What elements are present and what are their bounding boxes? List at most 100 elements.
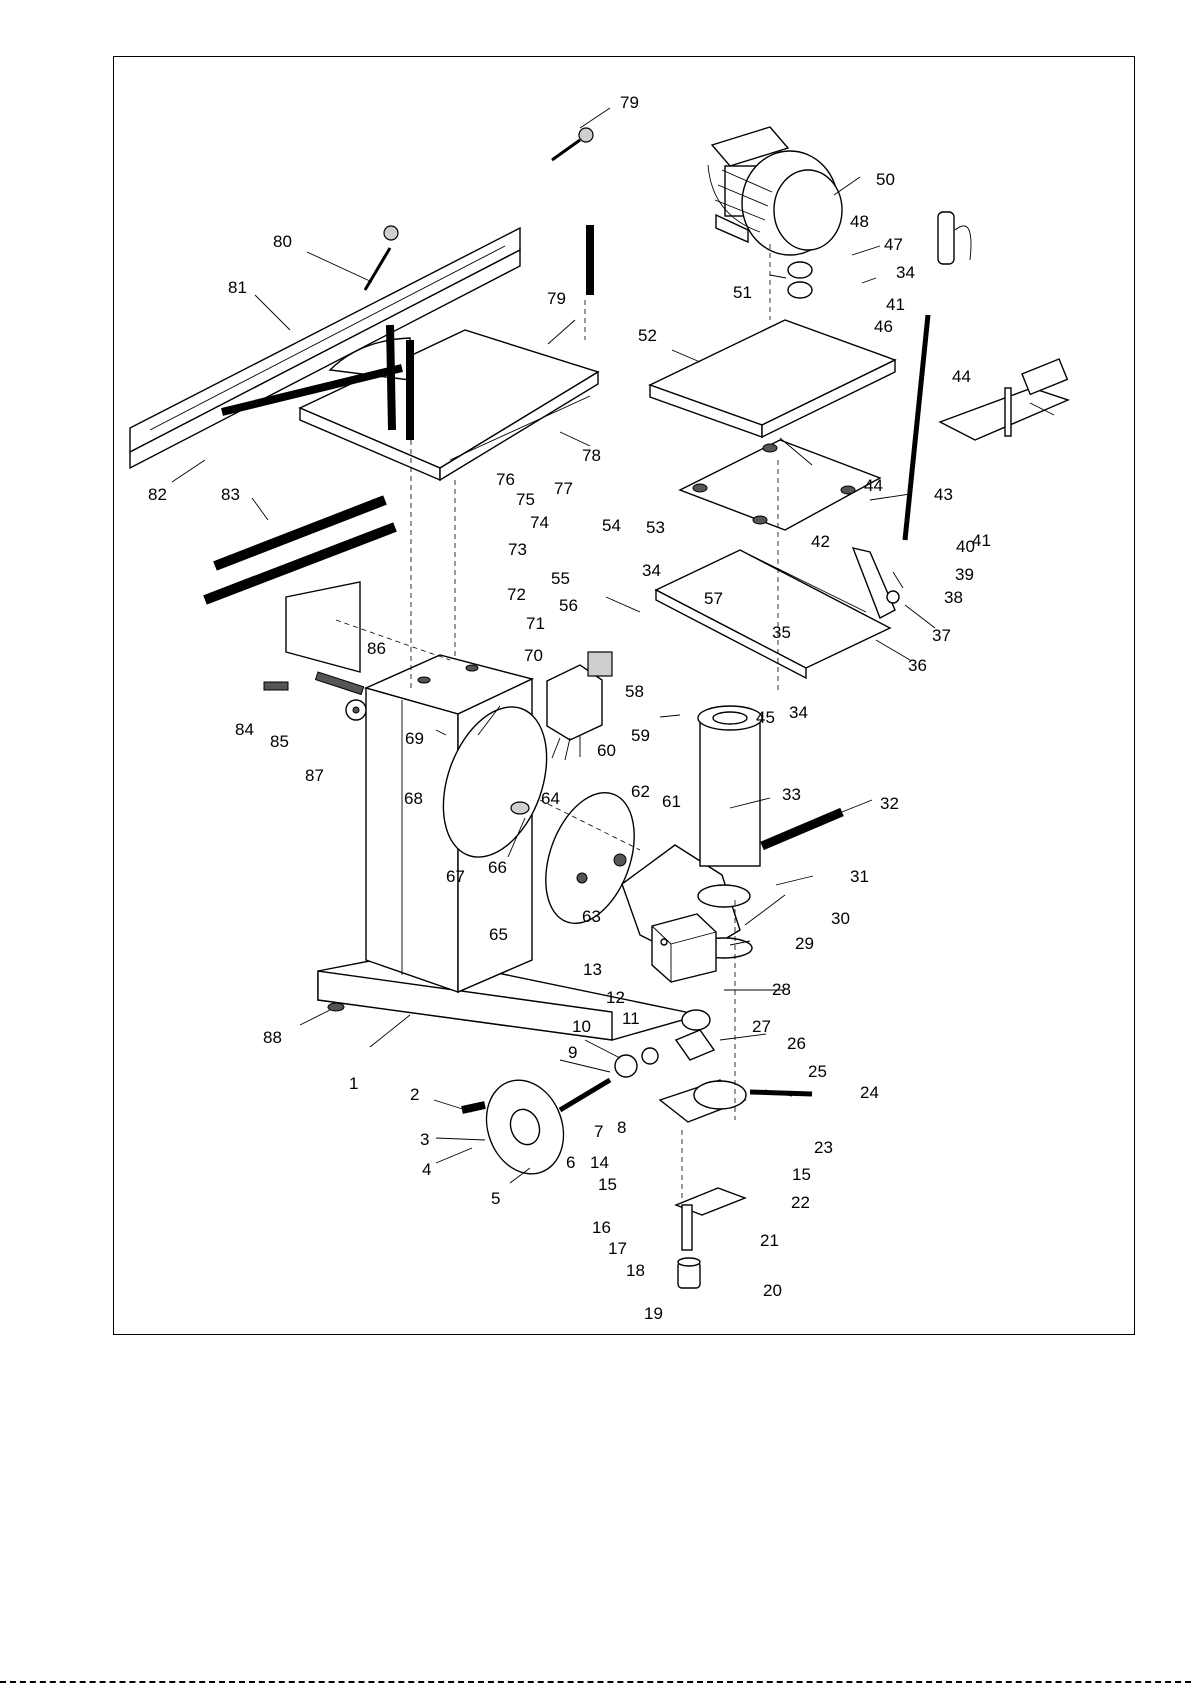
callout-label: 3 (420, 1130, 429, 1149)
callout-label: 34 (789, 703, 808, 722)
callout-label: 55 (551, 569, 570, 588)
callout-label: 79 (547, 289, 566, 308)
callout-label: 23 (814, 1138, 833, 1157)
callout-label: 37 (932, 626, 951, 645)
callout-label: 25 (808, 1062, 827, 1081)
callout-label: 38 (944, 588, 963, 607)
callout-label: 11 (622, 1009, 640, 1028)
callout-label: 50 (876, 170, 895, 189)
callout-label: 52 (638, 326, 657, 345)
callout-label: 72 (507, 585, 526, 604)
callout-label: 44 (952, 367, 971, 386)
callout-label: 64 (541, 789, 560, 808)
callout-label: 82 (148, 485, 167, 504)
callout-label: 66 (488, 858, 507, 877)
callout-label: 19 (644, 1304, 663, 1323)
callout-label: 79 (620, 93, 639, 112)
callout-label: 6 (566, 1153, 575, 1172)
callout-label: 57 (704, 589, 723, 608)
callout-label: 18 (626, 1261, 645, 1280)
callout-label: 9 (568, 1043, 577, 1062)
callout-label: 47 (884, 235, 903, 254)
callout-label: 80 (273, 232, 292, 251)
callout-label: 29 (795, 934, 814, 953)
callout-label: 1 (349, 1074, 358, 1093)
feed-table (656, 550, 890, 678)
callout-label: 39 (955, 565, 974, 584)
slide-plate (680, 440, 880, 530)
callout-label: 31 (850, 867, 869, 886)
callout-label: 2 (410, 1085, 419, 1104)
callout-label: 86 (367, 639, 386, 658)
drive-motor (708, 127, 842, 298)
callout-label: 70 (524, 646, 543, 665)
callout-label: 73 (508, 540, 527, 559)
callout-label: 62 (631, 782, 650, 801)
callout-label: 63 (582, 907, 601, 926)
callout-label: 81 (228, 278, 247, 297)
callout-label: 77 (554, 479, 573, 498)
bottom-plates (676, 1188, 745, 1288)
callout-label: 14 (590, 1153, 609, 1172)
callout-label: 10 (572, 1017, 591, 1036)
callout-label: 13 (583, 960, 602, 979)
callout-label: 17 (608, 1239, 627, 1258)
handwheel (462, 1069, 610, 1185)
callout-label: 51 (733, 283, 752, 302)
callout-label: 30 (831, 909, 850, 928)
callout-label: 12 (606, 988, 625, 1007)
callout-label: 85 (270, 732, 289, 751)
callout-label: 34 (896, 263, 915, 282)
callout-label: 32 (880, 794, 899, 813)
callout-label: 76 (496, 470, 515, 489)
callout-label: 15 (598, 1175, 617, 1194)
motor-plate (650, 320, 895, 437)
callout-label: 20 (763, 1281, 782, 1300)
callout-label: 33 (782, 785, 801, 804)
callout-label: 60 (597, 741, 616, 760)
callout-label: 15 (792, 1165, 811, 1184)
callout-label: 65 (489, 925, 508, 944)
callout-label: 5 (491, 1189, 500, 1208)
callout-label: 35 (772, 623, 791, 642)
callout-label: 41 (886, 295, 905, 314)
callout-label: 53 (646, 518, 665, 537)
callout-label: 7 (594, 1122, 603, 1141)
callout-label: 61 (662, 792, 681, 811)
callout-label: 16 (592, 1218, 611, 1237)
callout-label: 56 (559, 596, 578, 615)
callout-label: 4 (422, 1160, 431, 1179)
callout-label: 78 (582, 446, 601, 465)
callout-label: 59 (631, 726, 650, 745)
callout-label: 84 (235, 720, 254, 739)
callout-label: 28 (772, 980, 791, 999)
callout-label: 22 (791, 1193, 810, 1212)
callout-label: 67 (446, 867, 465, 886)
side-cover (264, 582, 366, 720)
switch-box (652, 914, 716, 982)
callout-label: 88 (263, 1028, 282, 1047)
callout-label: 36 (908, 656, 927, 675)
callout-label: 44 (864, 476, 883, 495)
callout-label: 46 (874, 317, 893, 336)
callout-label: 8 (617, 1118, 626, 1137)
callout-label: 45 (756, 708, 775, 727)
callout-label: 75 (516, 490, 535, 509)
callout-label: 41 (972, 531, 991, 550)
callout-label: 27 (752, 1017, 771, 1036)
callout-label: 87 (305, 766, 324, 785)
callout-label: 26 (787, 1034, 806, 1053)
callout-label: 58 (625, 682, 644, 701)
callout-label: 43 (934, 485, 953, 504)
callout-label: 68 (404, 789, 423, 808)
callout-label: 24 (860, 1083, 879, 1102)
callout-label: 34 (642, 561, 661, 580)
leadscrew (762, 812, 842, 846)
callout-label: 42 (811, 532, 830, 551)
drawing (130, 108, 1068, 1288)
callout-label: 69 (405, 729, 424, 748)
callout-label: 48 (850, 212, 869, 231)
callout-label: 83 (221, 485, 240, 504)
callout-label: 21 (760, 1231, 779, 1250)
